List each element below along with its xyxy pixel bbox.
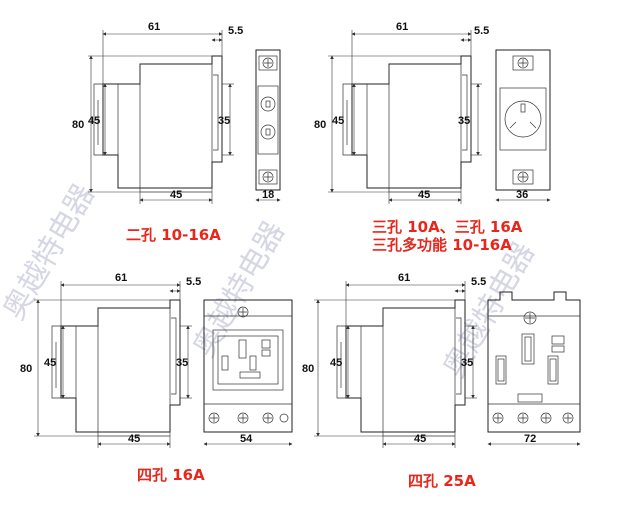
- dim-body: 45: [88, 115, 100, 127]
- dim-width: 61: [396, 21, 408, 33]
- panel-caption: 二孔 10-16A: [126, 226, 221, 244]
- front-view: [203, 299, 293, 433]
- dim-width: 61: [115, 272, 127, 284]
- dim-base: 45: [414, 433, 426, 445]
- dim-height: 80: [302, 363, 314, 375]
- side-view: [93, 55, 223, 193]
- dim-face: 72: [524, 433, 536, 445]
- front-view: [255, 49, 281, 191]
- front-view: [495, 49, 551, 191]
- dim-clip: 5.5: [471, 276, 486, 288]
- dim-module: 35: [218, 115, 230, 127]
- dim-height: 80: [72, 119, 84, 131]
- dim-clip: 5.5: [186, 276, 201, 288]
- dim-base: 45: [128, 433, 140, 445]
- front-view: [487, 291, 581, 433]
- panel-caption: 四孔 16A: [137, 466, 205, 484]
- dim-module: 35: [176, 357, 188, 369]
- dim-face: 18: [262, 189, 274, 201]
- side-view: [336, 299, 466, 437]
- panel-four-hole-16a: 61 5.5 80 45 35 45: [20, 272, 293, 484]
- dim-width: 61: [148, 21, 160, 33]
- dim-body: 45: [44, 357, 56, 369]
- panel-caption-line-2: 三孔多功能 10-16A: [372, 236, 512, 254]
- dim-body: 45: [330, 357, 342, 369]
- dim-base: 45: [170, 189, 182, 201]
- dim-module: 35: [461, 357, 473, 369]
- side-view: [51, 299, 181, 437]
- panel-four-hole-25a: 61 5.5 80 45 35 45: [302, 272, 581, 490]
- dim-width: 61: [398, 272, 410, 284]
- dim-face: 54: [240, 433, 253, 445]
- dim-face: 36: [516, 189, 528, 201]
- side-view: [342, 55, 472, 193]
- dim-clip: 5.5: [474, 25, 489, 37]
- panel-two-hole: 61 5.5 80 45 35 45: [72, 21, 281, 244]
- dim-module: 35: [458, 115, 470, 127]
- panel-three-hole: 61 5.5 80 45 35 45 36 三孔: [314, 21, 551, 254]
- dim-body: 45: [332, 115, 344, 127]
- panel-caption: 四孔 25A: [408, 472, 476, 490]
- dim-clip: 5.5: [228, 25, 243, 37]
- panel-caption-line-1: 三孔 10A、三孔 16A: [372, 218, 523, 236]
- dim-height: 80: [20, 363, 32, 375]
- dim-height: 80: [314, 119, 326, 131]
- dim-base: 45: [418, 189, 430, 201]
